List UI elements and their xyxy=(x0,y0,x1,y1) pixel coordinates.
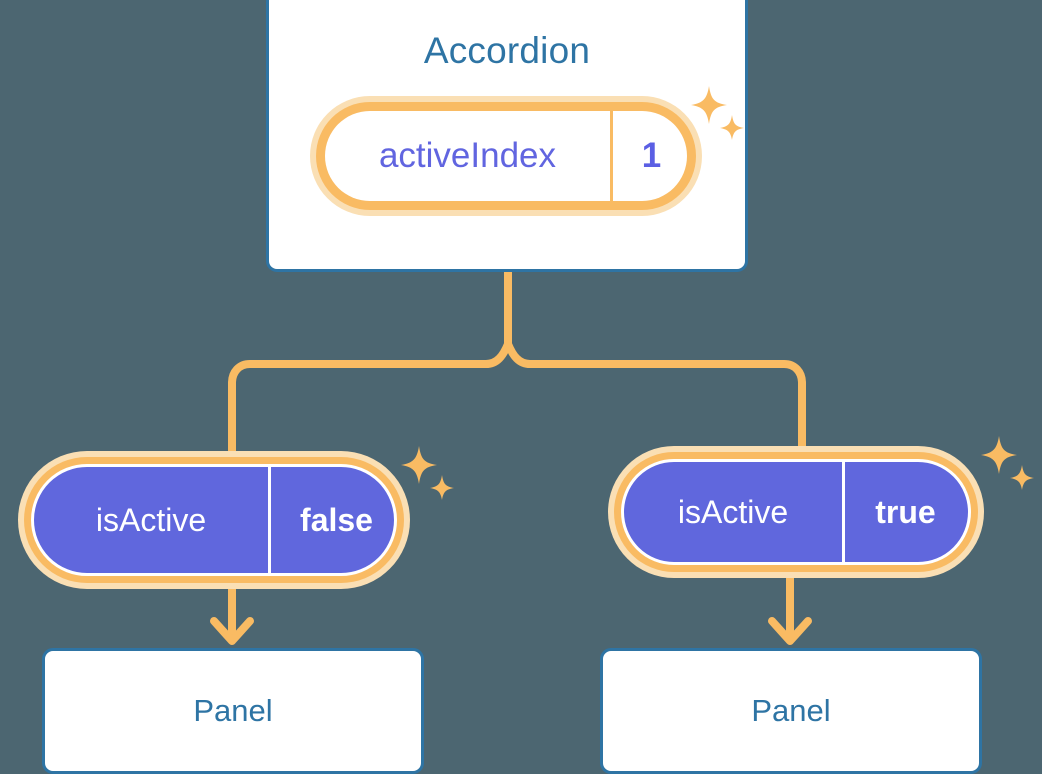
connector-fork-right xyxy=(504,340,806,456)
state-key-label: isActive xyxy=(624,462,845,562)
sparkle-icon-right xyxy=(981,436,1034,490)
connector-fork-left xyxy=(228,340,512,463)
state-pill-ring: isActive false xyxy=(24,457,404,583)
component-label: Panel xyxy=(751,693,831,728)
component-card-panel-left[interactable]: Panel xyxy=(42,648,424,774)
component-label: Panel xyxy=(193,693,273,728)
state-key-label: activeIndex xyxy=(325,111,613,201)
state-pill-body: isActive false xyxy=(31,464,397,576)
state-value-label: true xyxy=(875,493,936,530)
state-pill-active-index[interactable]: activeIndex 1 xyxy=(310,96,702,216)
state-value-label: 1 xyxy=(641,136,662,175)
arrow-right-head-icon xyxy=(768,617,812,645)
state-pill-ring: activeIndex 1 xyxy=(316,102,696,210)
arrow-left-head-icon xyxy=(210,617,254,645)
state-pill-is-active-false[interactable]: isActive false xyxy=(18,451,410,589)
page-title: Accordion xyxy=(423,30,591,71)
state-pill-body: isActive true xyxy=(621,459,971,565)
state-pill-is-active-true[interactable]: isActive true xyxy=(608,446,984,578)
state-key-label: isActive xyxy=(34,467,271,573)
state-pill-ring: isActive true xyxy=(614,452,978,572)
state-pill-body: activeIndex 1 xyxy=(325,111,687,201)
component-card-panel-right[interactable]: Panel xyxy=(600,648,982,774)
state-value-label: false xyxy=(300,501,373,538)
